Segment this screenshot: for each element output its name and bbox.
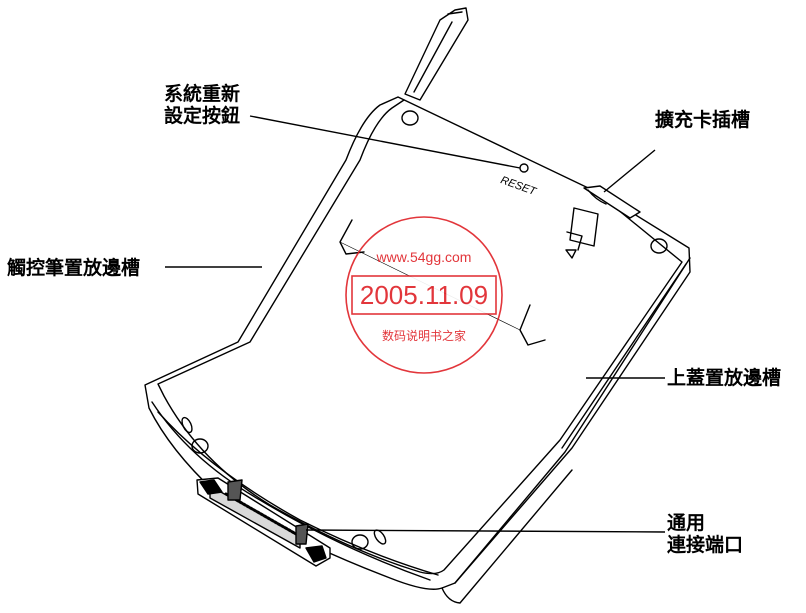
sync-connector bbox=[196, 477, 331, 567]
connector-leader-line bbox=[305, 529, 666, 533]
expansion-leader-line bbox=[603, 149, 656, 193]
reset-button-label: 系統重新 設定按鈕 bbox=[164, 83, 240, 127]
expansion-slot-label: 擴充卡插槽 bbox=[655, 109, 751, 131]
expansion-slot bbox=[583, 185, 641, 219]
stylus-slot-label: 觸控筆置放邊槽 bbox=[7, 257, 141, 279]
stamp-date-box bbox=[351, 275, 497, 315]
reset-leader-line bbox=[249, 115, 521, 169]
reset-label-line1: 系統重新 bbox=[164, 83, 241, 105]
device-body bbox=[144, 96, 691, 604]
stamp-url: www.54gg.com bbox=[376, 249, 472, 265]
connector-label: 通用 連接端口 bbox=[667, 512, 743, 556]
reset-label-line2: 設定按鈕 bbox=[164, 105, 241, 127]
connector-label-line1: 通用 bbox=[667, 512, 706, 534]
connector-label-line2: 連接端口 bbox=[667, 534, 744, 556]
cover-slot-label: 上蓋置放邊槽 bbox=[667, 367, 782, 389]
card-graphic bbox=[565, 207, 599, 259]
stamp-circle bbox=[345, 216, 503, 374]
stamp-caption: 数码说明书之家 bbox=[382, 328, 466, 343]
watermark-stamp: www.54gg.com 2005.11.09 数码说明书之家 bbox=[345, 216, 503, 374]
stylus bbox=[404, 7, 469, 101]
stamp-date: 2005.11.09 bbox=[360, 280, 488, 310]
callout-lines bbox=[165, 115, 666, 533]
